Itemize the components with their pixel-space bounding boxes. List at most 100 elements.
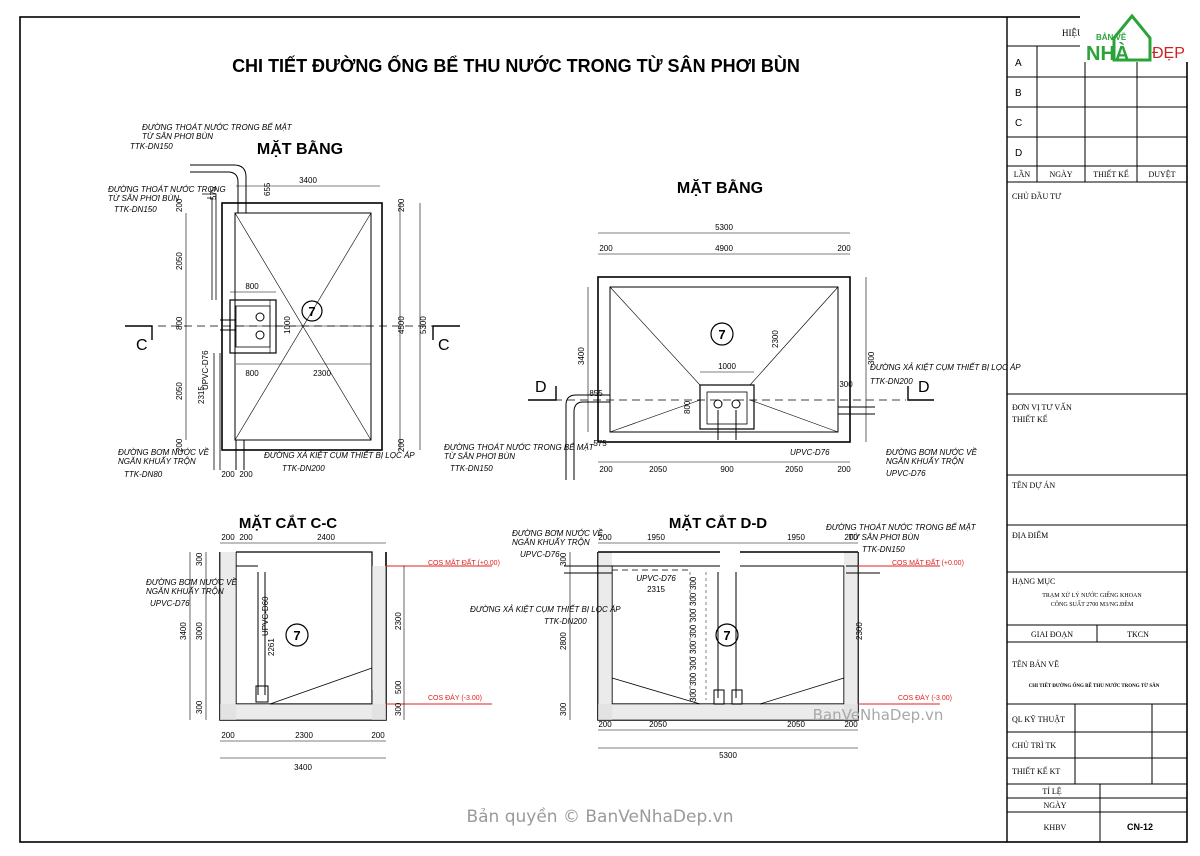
tank-marker-left: [301, 300, 323, 322]
svg-text:TÊN BẢN VẼ: TÊN BẢN VẼ: [1012, 659, 1059, 669]
svg-text:800: 800: [683, 400, 692, 414]
svg-text:200: 200: [221, 470, 235, 479]
svg-text:ĐƯỜNG THOÁT NƯỚC TRONG BỂ MẶT: ĐƯỜNG THOÁT NƯỚC TRONG BỂ MẶT: [826, 523, 977, 532]
section-dd: MẶT CẮT D-D 7: [564, 514, 940, 749]
svg-text:KHBV: KHBV: [1044, 823, 1067, 832]
svg-text:200: 200: [598, 720, 612, 729]
svg-text:300: 300: [689, 688, 698, 702]
svg-text:COS MẶT ĐẤT (+0.00): COS MẶT ĐẤT (+0.00): [892, 557, 964, 567]
svg-text:2300: 2300: [771, 330, 780, 348]
svg-text:300: 300: [689, 608, 698, 622]
svg-text:3400: 3400: [294, 763, 312, 772]
tank-marker-cc-label: 7: [293, 628, 300, 643]
svg-text:5300: 5300: [419, 316, 428, 334]
svg-text:D: D: [1015, 148, 1022, 159]
logo-line1: BẢN VẼ: [1096, 33, 1127, 42]
svg-text:200: 200: [599, 244, 613, 253]
svg-text:TTK-DN200: TTK-DN200: [282, 464, 325, 473]
svg-text:1000: 1000: [718, 362, 736, 371]
svg-text:2050: 2050: [785, 465, 803, 474]
plan-left-inner-wall: [234, 212, 372, 441]
plan-left-dims: 3400 575 655 200 200 2050 2050 800 800 8…: [108, 123, 428, 479]
svg-text:2300: 2300: [394, 612, 403, 630]
svg-text:NGÀY: NGÀY: [1043, 800, 1066, 810]
svg-text:2800: 2800: [559, 632, 568, 650]
svg-text:TỪ SÂN PHƠI BÙN: TỪ SÂN PHƠI BÙN: [142, 132, 213, 141]
svg-text:300: 300: [689, 656, 698, 670]
svg-text:TỈ LỆ: TỈ LỆ: [1042, 786, 1061, 796]
svg-text:200: 200: [837, 465, 851, 474]
svg-text:UPVC-D76: UPVC-D76: [790, 448, 830, 457]
plan-right-sump: [699, 384, 755, 430]
svg-text:2300: 2300: [295, 731, 313, 740]
svg-text:300: 300: [689, 672, 698, 686]
plan-right: MẶT BẰNG 7: [528, 178, 934, 480]
svg-text:TTK-DN200: TTK-DN200: [544, 617, 587, 626]
svg-text:LẦN: LẦN: [1014, 169, 1031, 179]
svg-text:300: 300: [559, 702, 568, 716]
svg-text:UPVC-D76: UPVC-D76: [520, 550, 560, 559]
brand-logo[interactable]: BẢN VẼ NHÀ ĐẸP: [1080, 12, 1188, 65]
svg-text:QL KỸ THUẬT: QL KỸ THUẬT: [1012, 714, 1065, 724]
svg-text:ĐƠN VỊ TƯ VẤN: ĐƠN VỊ TƯ VẤN: [1012, 402, 1072, 412]
svg-text:2050: 2050: [649, 465, 667, 474]
svg-text:1950: 1950: [647, 533, 665, 542]
svg-text:CN-12: CN-12: [1127, 822, 1153, 832]
svg-text:200: 200: [175, 198, 184, 212]
svg-text:TỪ SÂN PHƠI BÙN: TỪ SÂN PHƠI BÙN: [848, 533, 919, 542]
plan-left-sump: [229, 299, 277, 354]
svg-text:ĐƯỜNG THOÁT NƯỚC TRONG: ĐƯỜNG THOÁT NƯỚC TRONG: [108, 185, 226, 194]
svg-text:300: 300: [839, 380, 853, 389]
sheet-border: [19, 16, 1188, 843]
svg-text:ĐƯỜNG BƠM NƯỚC VỀ: ĐƯỜNG BƠM NƯỚC VỀ: [512, 528, 604, 538]
svg-text:200: 200: [397, 438, 406, 452]
svg-text:TTK-DN80: TTK-DN80: [124, 470, 163, 479]
svg-text:2050: 2050: [175, 252, 184, 270]
svg-text:200: 200: [598, 533, 612, 542]
svg-text:4900: 4900: [715, 244, 733, 253]
svg-text:200: 200: [371, 731, 385, 740]
svg-text:ĐƯỜNG BƠM NƯỚC VỀ: ĐƯỜNG BƠM NƯỚC VỀ: [146, 577, 238, 587]
svg-text:300: 300: [689, 624, 698, 638]
svg-text:CÔNG SUẤT 2700 M3/NG.ĐÊM: CÔNG SUẤT 2700 M3/NG.ĐÊM: [1051, 600, 1134, 608]
svg-text:3400: 3400: [299, 176, 317, 185]
drawing-title: CHI TIẾT ĐƯỜNG ỐNG BỂ THU NƯỚC TRONG TỪ …: [232, 55, 800, 76]
svg-text:2300: 2300: [313, 369, 331, 378]
svg-text:200: 200: [599, 465, 613, 474]
title-block-text: HIỆU CHỈNH A B C D LẦN NGÀY THIẾT KẾ DUY…: [1012, 28, 1176, 832]
svg-text:NGĂN KHUẤY TRỘN: NGĂN KHUẤY TRỘN: [886, 457, 964, 466]
svg-text:300: 300: [689, 640, 698, 654]
svg-text:200: 200: [221, 533, 235, 542]
svg-text:200: 200: [844, 720, 858, 729]
svg-text:800: 800: [245, 282, 259, 291]
svg-text:TTK-DN150: TTK-DN150: [862, 545, 905, 554]
house-icon: [1112, 13, 1152, 62]
svg-text:A: A: [1015, 58, 1022, 69]
plan-left-outer-wall: [221, 202, 383, 451]
svg-text:TÊN DỰ ÁN: TÊN DỰ ÁN: [1012, 480, 1055, 490]
title-block: [1006, 17, 1187, 842]
svg-text:900: 900: [720, 465, 734, 474]
svg-text:UPVC-D76: UPVC-D76: [886, 469, 926, 478]
section-dd-title: MẶT CẮT D-D: [669, 514, 767, 532]
svg-text:UPVC-D76: UPVC-D76: [150, 599, 190, 608]
svg-text:575: 575: [593, 439, 607, 448]
plan-left: MẶT BẰNG 7: [125, 139, 460, 470]
svg-text:DUYỆT: DUYỆT: [1148, 169, 1175, 179]
svg-text:200: 200: [397, 198, 406, 212]
plan-right-dims: 5300 4900 200 200 3400 2300 1000 855 575…: [444, 223, 1021, 478]
watermark-bottom: Bản quyền © BanVeNhaDep.vn: [466, 806, 733, 827]
tank-marker-left-label: 7: [308, 304, 315, 319]
svg-text:THIẾT KẾ: THIẾT KẾ: [1012, 414, 1048, 424]
svg-text:B: B: [1015, 88, 1022, 99]
svg-text:5300: 5300: [719, 751, 737, 760]
svg-text:2050: 2050: [649, 720, 667, 729]
section-cc-dims: 200 200 2400 300 3400 3000 300 2300 500 …: [146, 533, 500, 772]
svg-text:ĐƯỜNG BƠM NƯỚC VỀ: ĐƯỜNG BƠM NƯỚC VỀ: [118, 447, 210, 457]
svg-text:800: 800: [175, 316, 184, 330]
svg-text:ĐƯỜNG THOÁT NƯỚC TRONG BỂ MẶT: ĐƯỜNG THOÁT NƯỚC TRONG BỂ MẶT: [142, 123, 293, 132]
svg-text:THIẾT KẾ: THIẾT KẾ: [1093, 169, 1129, 179]
svg-text:UPVC-D76: UPVC-D76: [636, 574, 676, 583]
plan-right-title: MẶT BẰNG: [677, 178, 763, 197]
svg-text:NGĂN KHUẤY TRỘN: NGĂN KHUẤY TRỘN: [512, 538, 590, 547]
